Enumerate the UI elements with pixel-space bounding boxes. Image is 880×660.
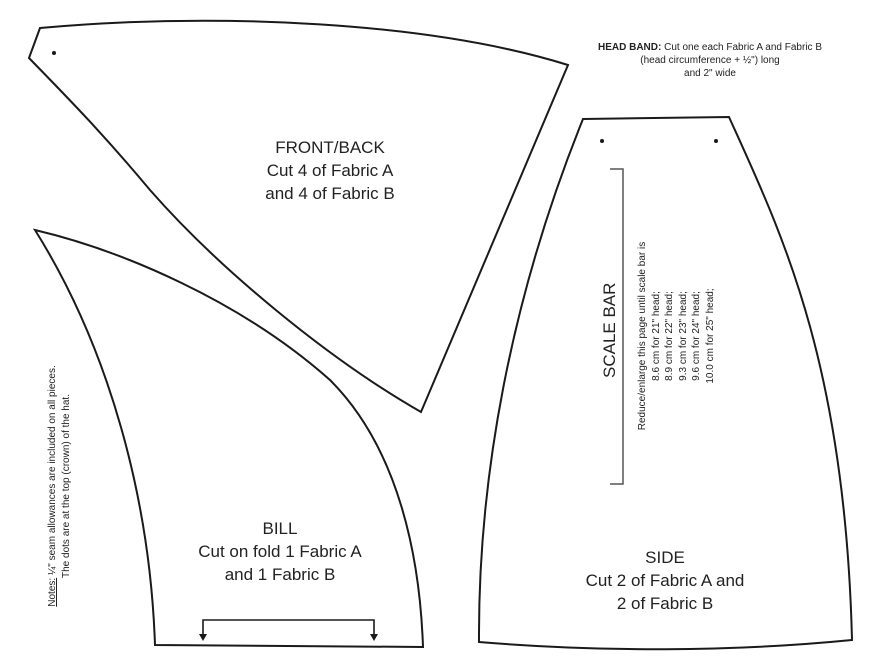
side-line2: 2 of Fabric B [616,594,714,613]
front-back-line2: and 4 of Fabric B [265,184,395,203]
bill-label: BILL Cut on fold 1 Fabric A and 1 Fabric… [170,517,390,586]
fold-arrow-right-icon [370,634,378,641]
notes-label: Notes: [47,577,58,607]
scale-bar-intro: Reduce/enlarge this page until scale bar… [637,241,648,431]
front-back-crown-dot [52,51,56,55]
scale-size-24: 9.6 cm for 24" head; [691,291,702,381]
head-band-label: HEAD BAND: [598,42,662,53]
scale-size-23: 9.3 cm for 23" head; [677,291,689,381]
front-back-line1: Cut 4 of Fabric A [266,161,394,180]
side-label: SIDE Cut 2 of Fabric A and 2 of Fabric B [555,546,775,615]
scale-bar [610,168,624,485]
head-band-line2: (head circumference + ½") long [640,55,780,66]
notes-line2: The dots are at the top (crown) of the h… [60,394,72,578]
scale-bar-title: SCALE BAR [600,282,619,378]
bill-title: BILL [262,519,298,538]
bill-line2: and 1 Fabric B [224,565,336,584]
scale-size-22: 8.9 cm for 22" head; [664,291,675,381]
notes: Notes: ¼" seam allowances are included o… [46,336,73,636]
side-edge [477,115,854,651]
side-crown-dot-left [600,139,604,143]
front-back-title: FRONT/BACK [275,138,385,157]
front-back-edge [27,19,570,414]
scale-bar-instructions: Reduce/enlarge this page until scale bar… [636,236,717,436]
fold-arrow-left-icon [199,634,207,641]
front-back-outline [40,20,568,412]
scale-size-25: 10.0 cm for 25" head; [704,288,716,384]
scale-size-21: 8.6 cm for 21" head; [650,291,662,381]
head-band-line1: Cut one each Fabric A and Fabric B [664,42,822,53]
head-band-line3: and 2" wide [684,68,736,79]
fold-bracket [202,619,375,636]
head-band-note: HEAD BAND: Cut one each Fabric A and Fab… [545,41,875,80]
side-title: SIDE [645,548,685,567]
bill-edge [32,228,425,649]
notes-line1: ¼" seam allowances are included on all p… [47,365,58,576]
side-crown-dot-right [714,139,718,143]
front-back-label: FRONT/BACK Cut 4 of Fabric A and 4 of Fa… [230,136,430,205]
side-line1: Cut 2 of Fabric A and [585,571,745,590]
bill-line1: Cut on fold 1 Fabric A [198,542,362,561]
